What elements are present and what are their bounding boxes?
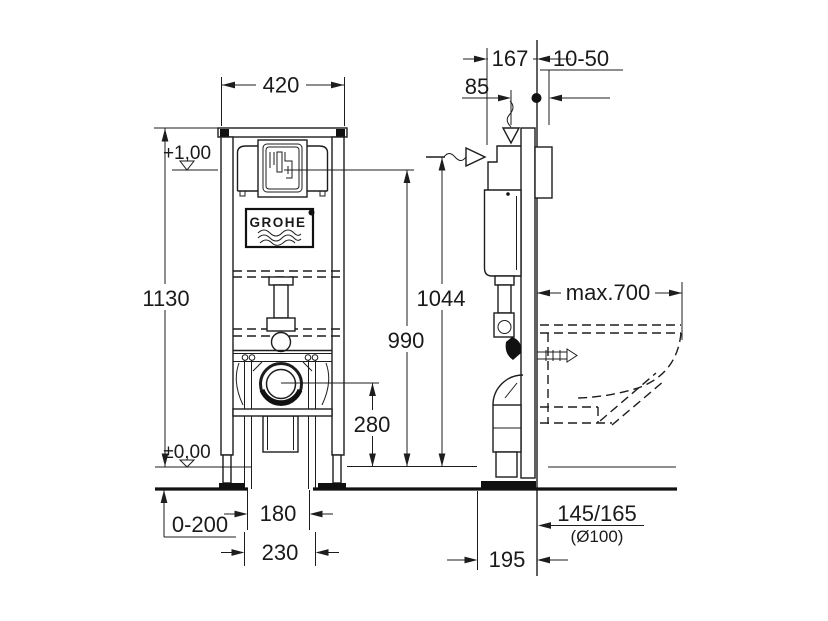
cistern-side <box>483 189 522 277</box>
dim-frame-depth: 167 <box>492 46 529 71</box>
drain-socket <box>259 362 303 406</box>
plate-wing-left <box>235 362 244 406</box>
dim-supply-height: 1044 <box>417 286 466 311</box>
dim-wall-finish: 10-50 <box>553 46 609 71</box>
flush-elbow <box>270 331 292 353</box>
outlet-bend <box>492 374 524 406</box>
cistern-top-right <box>306 145 329 191</box>
level-mark-upper: +1,00 <box>163 143 218 171</box>
wc-bowl-dashed-outline <box>540 324 682 426</box>
water-supply-side-icon <box>443 153 467 161</box>
dim-foot-depth: 195 <box>489 547 526 572</box>
grohe-wave-icon <box>257 229 302 237</box>
dim-bolt-spacing-narrow: 180 <box>260 501 297 526</box>
bolt-hole <box>304 354 312 361</box>
flush-pipe <box>266 276 296 353</box>
frame-rail-right <box>331 136 345 456</box>
bolt-hole <box>241 354 249 361</box>
dim-drain-offset: 145/165 <box>557 501 637 526</box>
dim-outlet-height: 280 <box>354 412 391 437</box>
frame-top-plate <box>217 127 348 138</box>
foot-right <box>332 454 342 484</box>
frame-rail-left <box>220 136 234 456</box>
foot-plate-left <box>219 483 245 490</box>
wall-bracket <box>534 146 553 199</box>
foot-left <box>222 454 232 484</box>
wall-reference-point <box>531 93 542 103</box>
corner-screw-left <box>220 129 229 137</box>
supply-arrow-right-icon <box>465 146 487 168</box>
plate-wing-right <box>321 362 330 406</box>
supply-arrow-down-icon <box>501 127 521 145</box>
bolt-hole <box>311 354 319 361</box>
bolt-hole <box>248 354 256 361</box>
cistern-top-left <box>236 145 259 191</box>
side-view <box>426 40 682 576</box>
side-foot-plate <box>481 481 536 490</box>
dimensions: 420 1130 +1,00 ±0,00 990 1044 <box>138 45 683 572</box>
level-floor-label: ±0,00 <box>163 442 210 463</box>
dim-frame-height: 1130 <box>142 286 189 311</box>
dim-floor-recess: 0-200 <box>172 512 228 537</box>
drain-box <box>262 415 299 453</box>
dim-actuator-height: 990 <box>388 328 425 353</box>
wall-bolt <box>537 348 578 363</box>
grohe-logo-text: GROHE <box>249 215 306 230</box>
valve-back-profile <box>487 145 521 190</box>
grohe-logo: GROHE <box>244 207 315 249</box>
dim-bolt-spacing-wide: 230 <box>262 540 299 565</box>
dim-supply-depth: 85 <box>465 74 489 99</box>
front-view: GROHE <box>217 127 379 490</box>
corner-screw-right <box>336 129 345 137</box>
registered-mark-icon <box>308 209 315 216</box>
outlet-spigot <box>505 337 522 360</box>
dim-frame-width: 420 <box>263 73 300 98</box>
floor-lines <box>155 466 677 491</box>
foot-plate-right <box>318 483 346 490</box>
dim-drain-diameter: (Ø100) <box>571 527 624 546</box>
water-supply-top-icon <box>506 100 514 128</box>
level-mark-floor: ±0,00 <box>163 442 211 468</box>
dim-bowl-depth-max: max.700 <box>566 280 650 305</box>
level-upper-label: +1,00 <box>163 143 211 164</box>
frame-crossbar <box>232 408 333 417</box>
flush-actuator-opening <box>257 139 308 198</box>
side-rail <box>520 127 536 479</box>
